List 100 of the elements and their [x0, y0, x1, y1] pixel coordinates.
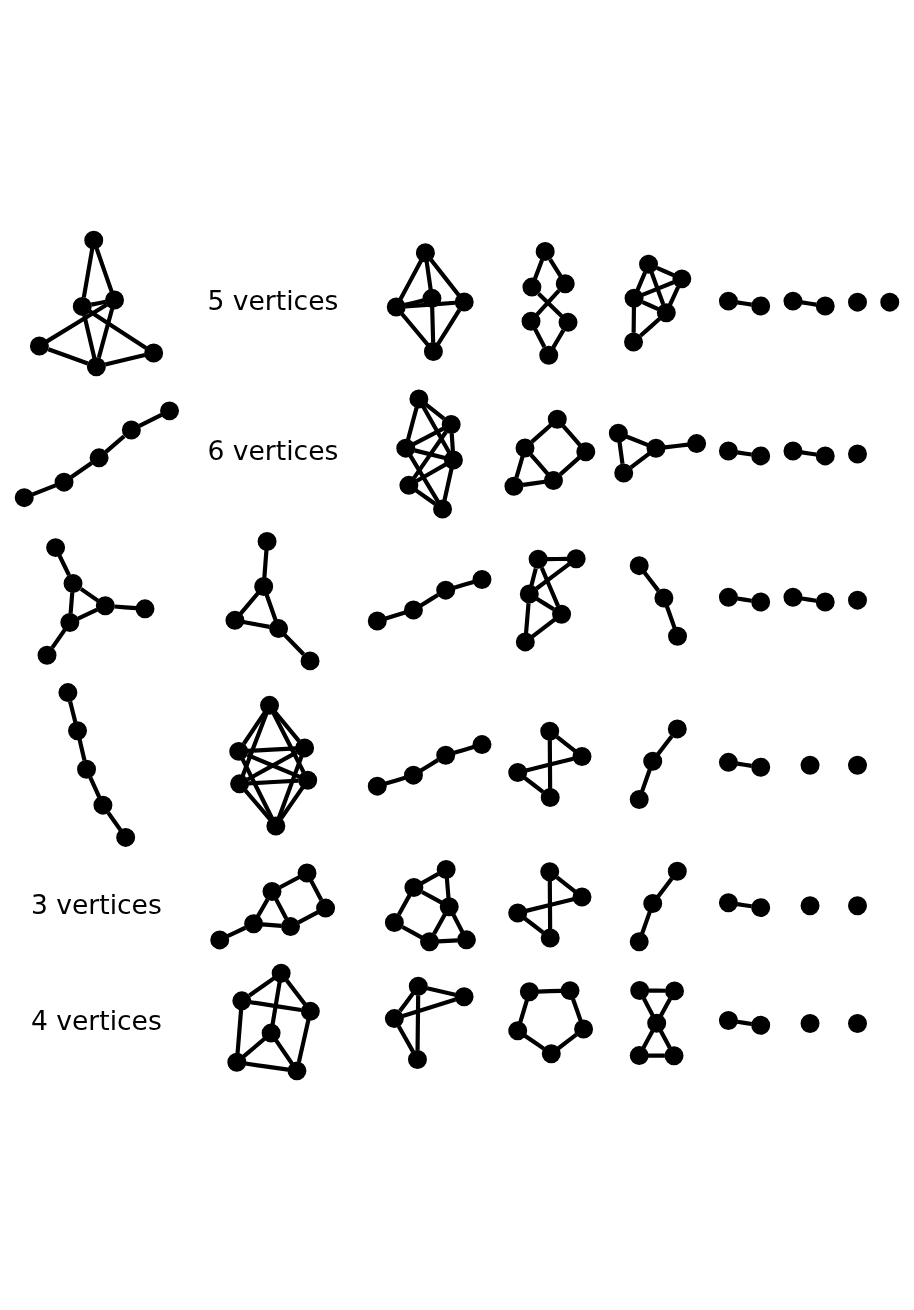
node-circle — [29, 336, 49, 355]
connector — [309, 879, 324, 901]
node-circle — [472, 734, 492, 754]
node-circle — [46, 537, 66, 557]
node-circle — [629, 789, 649, 809]
node-circle — [668, 626, 687, 646]
node-circle — [227, 1052, 247, 1072]
connector — [279, 874, 301, 889]
connector — [242, 1036, 266, 1058]
node-circle — [718, 752, 738, 772]
node-circle — [608, 423, 628, 443]
connector — [668, 285, 680, 306]
label: 3 vertices — [30, 888, 162, 920]
connector — [530, 422, 553, 443]
connector — [656, 734, 674, 756]
node-circle — [783, 441, 803, 461]
connector — [397, 893, 412, 915]
node-circle — [751, 592, 771, 612]
node-circle — [815, 295, 835, 315]
node-circle — [316, 898, 336, 918]
node-circle — [629, 555, 649, 575]
connector — [77, 738, 87, 761]
node-circle — [63, 573, 83, 593]
connector — [656, 876, 674, 898]
connector — [68, 591, 75, 614]
connector — [404, 297, 425, 307]
node-circle — [848, 895, 867, 915]
connector — [274, 897, 289, 919]
node-circle — [504, 476, 524, 496]
node-circle — [718, 441, 738, 461]
node-circle — [37, 645, 57, 665]
connector — [402, 996, 457, 1018]
connector — [529, 452, 550, 475]
connector — [247, 745, 297, 753]
node-circle — [54, 472, 74, 492]
connector — [270, 980, 282, 1025]
connector — [664, 604, 677, 629]
node-circle — [407, 1049, 427, 1069]
connector — [114, 603, 137, 610]
node-circle — [93, 795, 113, 815]
connector — [736, 449, 752, 457]
connector — [70, 460, 93, 479]
node-circle — [262, 881, 282, 901]
node-circle — [624, 332, 643, 351]
connector — [736, 901, 752, 908]
connector — [801, 299, 817, 307]
connector — [79, 586, 99, 602]
connector — [397, 1024, 415, 1053]
connector — [90, 299, 107, 307]
connector — [82, 314, 97, 359]
label: 4 vertices — [30, 1003, 162, 1035]
node-circle — [540, 861, 560, 881]
node-circle — [436, 745, 456, 765]
node-circle — [654, 587, 674, 607]
connector — [285, 978, 307, 1006]
node-circle — [880, 292, 900, 312]
node-circle — [519, 981, 539, 1001]
connector — [68, 700, 78, 722]
node-circle — [629, 931, 649, 951]
connector — [523, 602, 531, 633]
node-circle — [89, 447, 109, 467]
connector — [47, 346, 89, 365]
connector — [94, 247, 114, 292]
node-circle — [403, 600, 423, 619]
node-circle — [408, 976, 428, 996]
connector — [558, 455, 581, 476]
node-circle — [454, 292, 474, 312]
node-circle — [260, 695, 279, 715]
connector — [625, 434, 649, 447]
node-circle — [541, 1043, 561, 1063]
node-circle — [544, 470, 563, 490]
node-circle — [574, 1019, 594, 1038]
node-circle — [230, 773, 250, 793]
connector — [453, 579, 475, 590]
node-circle — [436, 859, 456, 879]
node-circle — [86, 356, 106, 376]
connector — [414, 447, 446, 460]
node-circle — [552, 604, 572, 624]
connector — [238, 591, 260, 615]
connector — [77, 607, 98, 621]
connector — [50, 627, 67, 649]
connector — [641, 1029, 655, 1049]
node-circle — [800, 895, 820, 915]
connector — [385, 610, 406, 620]
connector — [640, 768, 652, 792]
connector — [256, 897, 270, 917]
node-circle — [848, 292, 867, 312]
connector — [648, 1053, 665, 1058]
connector — [523, 775, 545, 794]
node-circle — [751, 445, 771, 465]
connector — [412, 426, 445, 446]
node-circle — [572, 887, 592, 907]
connector — [243, 788, 272, 820]
connector — [45, 302, 108, 343]
connector — [537, 988, 562, 994]
node-circle — [566, 548, 586, 568]
connector — [226, 925, 247, 938]
label: 5 vertices — [207, 284, 339, 316]
connector — [642, 570, 660, 592]
connector — [415, 462, 447, 483]
